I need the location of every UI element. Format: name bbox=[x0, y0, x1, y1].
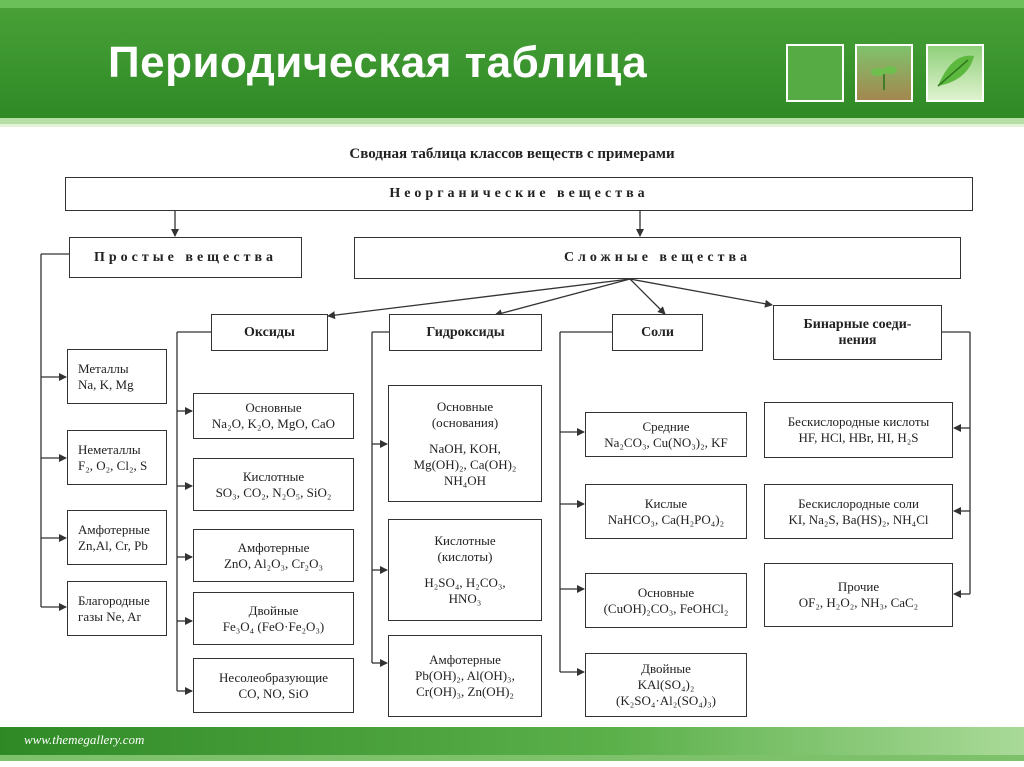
item-line: Na₂O, K₂O, MgO, CaO bbox=[211, 416, 336, 431]
oxide-double: Двойные Fe₃O₄ (FeO·Fe₂O₃) bbox=[193, 592, 354, 645]
simple-item-noble-gases: Благородные газы Ne, Ar bbox=[67, 581, 167, 636]
footer-url: www.themegallery.com bbox=[24, 732, 145, 747]
item-line: Амфотерные bbox=[237, 539, 310, 555]
simple-substances-label: Простые вещества bbox=[93, 249, 278, 265]
item-line: HNO₃ bbox=[448, 591, 482, 606]
item-line: Pb(OH)₂, Al(OH)₃, bbox=[415, 668, 515, 683]
complex-substances-label: Сложные вещества bbox=[563, 250, 752, 265]
salt-normal: Средние Na₂CO₃, Cu(NO₃)₂, KF bbox=[585, 412, 747, 457]
item-line: Fe₃O₄ (FeO·Fe₂O₃) bbox=[222, 618, 325, 634]
oxide-nonsalt-forming: Несолеобразующие CO, NO, SiO bbox=[193, 658, 354, 713]
hydroxide-amphoteric: Амфотерные Pb(OH)₂, Al(OH)₃, Cr(OH)₃, Zn… bbox=[388, 635, 542, 717]
item-line: Кислотные bbox=[434, 533, 496, 548]
simple-item-amphoteric: Амфотерные Zn,Al, Cr, Pb bbox=[67, 510, 167, 565]
hydroxide-basic: Основные (основания) NaOH, KOH, Mg(OH)₂,… bbox=[388, 385, 542, 502]
item-line: газы Ne, Ar bbox=[78, 608, 141, 624]
item-line: Zn,Al, Cr, Pb bbox=[78, 537, 148, 553]
category-hydroxides: Гидроксиды bbox=[389, 314, 542, 351]
root-box: Неорганические вещества bbox=[65, 177, 973, 211]
item-line: (кислоты) bbox=[437, 549, 493, 564]
category-label: Оксиды bbox=[244, 324, 295, 340]
item-line: Кислотные bbox=[242, 468, 305, 484]
item-line: Двойные bbox=[641, 661, 691, 676]
item-line: ZnO, Al₂O₃, Cr₂O₃ bbox=[223, 555, 324, 571]
item-line: Бескислородные соли bbox=[798, 495, 919, 511]
item-line: NH₄OH bbox=[443, 472, 487, 488]
decor-square-plain bbox=[786, 44, 844, 102]
item-line: OF₂, H₂O₂, NH₃, CaC₂ bbox=[798, 595, 919, 610]
item-line: Cr(OH)₃, Zn(OH)₂ bbox=[416, 684, 514, 699]
item-line: SO₃, CO₂, N₂O₅, SiO₂ bbox=[215, 484, 332, 500]
item-line: Mg(OH)₂, Ca(OH)₂ bbox=[413, 456, 517, 472]
diagram-heading: Сводная таблица классов веществ с пример… bbox=[349, 146, 675, 162]
leaf-image bbox=[926, 44, 984, 102]
item-line: Амфотерные bbox=[429, 652, 501, 667]
item-line: Na₂CO₃, Cu(NO₃)₂, KF bbox=[604, 434, 728, 450]
item-line: (CuOH)₂CO₃, FeOHCl₂ bbox=[603, 600, 729, 616]
simple-substances-box: Простые вещества bbox=[69, 237, 302, 278]
category-binary: Бинарные соеди- нения bbox=[773, 305, 942, 360]
sprout-image bbox=[855, 44, 913, 102]
footer-line bbox=[0, 755, 1024, 761]
item-line: Na, K, Mg bbox=[78, 376, 134, 392]
root-label: Неорганические вещества bbox=[389, 186, 649, 201]
simple-item-nonmetals: Неметаллы F₂, O₂, Cl₂, S bbox=[67, 430, 167, 485]
item-line: Средние bbox=[642, 418, 690, 434]
item-line: KAl(SO₄)₂ bbox=[637, 677, 695, 692]
item-line: Основные bbox=[436, 398, 494, 414]
hydroxide-acidic: Кислотные (кислоты) H₂SO₄, H₂CO₃, HNO₃ bbox=[388, 519, 542, 621]
salt-basic: Основные (CuOH)₂CO₃, FeOHCl₂ bbox=[585, 573, 747, 628]
slide-title: Периодическая таблица bbox=[108, 38, 648, 87]
oxide-acidic: Кислотные SO₃, CO₂, N₂O₅, SiO₂ bbox=[193, 458, 354, 511]
category-label: Гидроксиды bbox=[426, 324, 505, 340]
item-line: F₂, O₂, Cl₂, S bbox=[78, 457, 148, 473]
header-top-strip bbox=[0, 0, 1024, 8]
item-line: HF, HCl, HBr, HI, H₂S bbox=[798, 430, 919, 445]
oxide-basic: Основные Na₂O, K₂O, MgO, CaO bbox=[193, 393, 354, 439]
category-label: нения bbox=[838, 332, 877, 348]
item-line: (основания) bbox=[431, 414, 499, 430]
slide-header bbox=[0, 0, 1024, 118]
complex-substances-box: Сложные вещества bbox=[354, 237, 961, 279]
binary-oxygen-free-acids: Бескислородные кислоты HF, HCl, HBr, HI,… bbox=[764, 402, 953, 458]
item-line: Металлы bbox=[78, 360, 129, 376]
oxide-amphoteric: Амфотерные ZnO, Al₂O₃, Cr₂O₃ bbox=[193, 529, 354, 582]
simple-item-metals: Металлы Na, K, Mg bbox=[67, 349, 167, 404]
salt-acidic: Кислые NaHCO₃, Ca(H₂PO₄)₂ bbox=[585, 484, 747, 539]
salt-double: Двойные KAl(SO₄)₂ (K₂SO₄·Al₂(SO₄)₃) bbox=[585, 653, 747, 717]
item-line: Бескислородные кислоты bbox=[787, 414, 930, 429]
item-line: Амфотерные bbox=[78, 521, 150, 537]
item-line: Несолеобразующие bbox=[218, 669, 329, 685]
item-line: Основные bbox=[245, 400, 302, 415]
item-line: KI, Na₂S, Ba(HS)₂, NH₄Cl bbox=[788, 511, 929, 527]
binary-other: Прочие OF₂, H₂O₂, NH₃, CaC₂ bbox=[764, 563, 953, 627]
category-label: Соли bbox=[641, 324, 674, 340]
item-line: H₂SO₄, H₂CO₃, bbox=[424, 575, 506, 590]
item-line: Кислые bbox=[644, 495, 688, 511]
item-line: Благородные bbox=[78, 592, 150, 608]
item-line: CO, NO, SiO bbox=[238, 685, 309, 701]
item-line: Двойные bbox=[248, 602, 299, 618]
item-line: Основные bbox=[637, 584, 695, 600]
header-stripe-light bbox=[0, 124, 1024, 127]
item-line: Неметаллы bbox=[78, 441, 141, 457]
item-line: NaOH, KOH, bbox=[429, 440, 501, 456]
category-oxides: Оксиды bbox=[211, 314, 328, 351]
category-label: Бинарные соеди- bbox=[803, 316, 912, 332]
header-stripe bbox=[0, 118, 1024, 124]
category-salts: Соли bbox=[612, 314, 703, 351]
footer-bar bbox=[0, 727, 1024, 755]
item-line: NaHCO₃, Ca(H₂PO₄)₂ bbox=[607, 511, 725, 527]
item-line: (K₂SO₄·Al₂(SO₄)₃) bbox=[616, 693, 716, 708]
item-line: Прочие bbox=[837, 579, 880, 594]
binary-oxygen-free-salts: Бескислородные соли KI, Na₂S, Ba(HS)₂, N… bbox=[764, 484, 953, 539]
